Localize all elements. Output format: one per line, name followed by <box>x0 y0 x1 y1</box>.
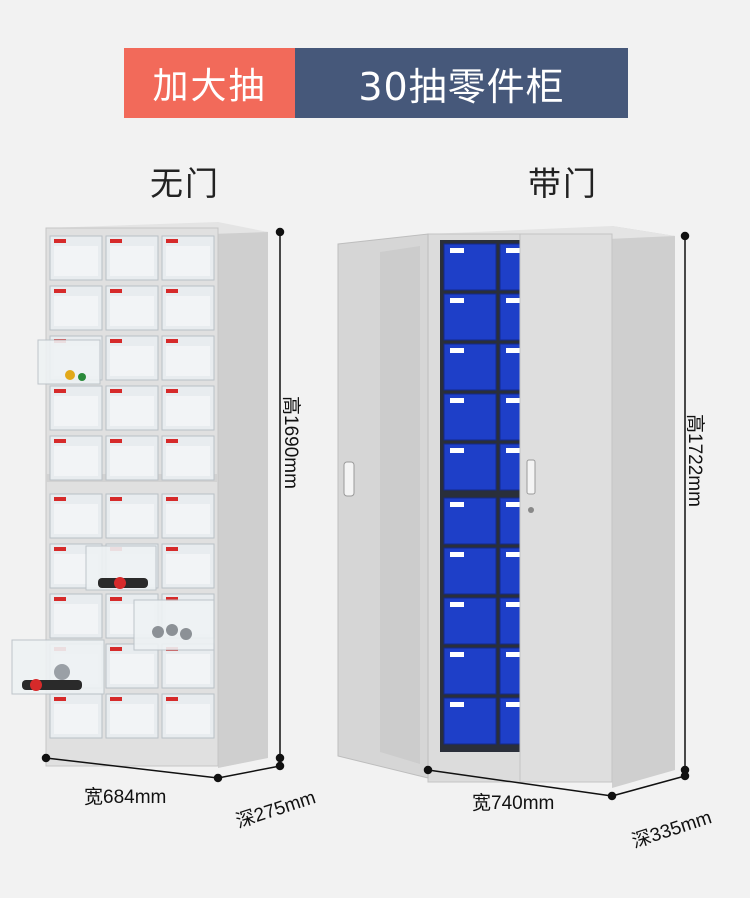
clear-drawer <box>49 285 103 331</box>
clear-drawer-grid <box>49 235 215 739</box>
blue-drawer <box>499 597 523 645</box>
blue-drawer-grid <box>443 243 523 745</box>
blue-drawer <box>499 547 523 595</box>
clear-drawer <box>161 335 215 381</box>
clear-drawer <box>49 593 103 639</box>
clear-drawer <box>105 335 159 381</box>
right-cabinet-label: 带门 <box>528 164 598 203</box>
door-cabinet <box>337 226 675 788</box>
blue-drawer <box>499 343 523 391</box>
clear-drawer <box>161 285 215 331</box>
blue-drawer <box>499 697 523 745</box>
blue-drawer <box>443 243 497 291</box>
clear-drawer <box>49 235 103 281</box>
left-height-dimension: 高1690mm <box>280 396 301 489</box>
clear-drawer <box>161 643 215 689</box>
clear-drawer <box>161 435 215 481</box>
pulled-drawer <box>37 339 101 385</box>
clear-drawer <box>161 493 215 539</box>
open-door-inner <box>380 246 420 764</box>
right-depth-line <box>611 775 686 797</box>
left-width-line <box>45 757 219 779</box>
blue-drawer <box>443 547 497 595</box>
blue-drawer <box>499 647 523 695</box>
door-handle-icon <box>343 461 355 497</box>
left-depth-line <box>217 765 281 779</box>
clear-drawer <box>105 493 159 539</box>
blue-drawer <box>443 293 497 341</box>
dimension-lines <box>41 227 690 801</box>
blue-drawer <box>499 293 523 341</box>
clear-drawer <box>49 693 103 739</box>
clear-drawer <box>105 285 159 331</box>
clear-drawer <box>105 643 159 689</box>
title-banner: 加大抽 30抽零件柜 <box>124 48 628 118</box>
blue-drawer <box>499 243 523 291</box>
right-width-line <box>427 769 613 797</box>
right-width-dimension: 宽740mm <box>472 793 555 814</box>
open-drawer-cabinet <box>11 222 268 768</box>
clear-drawer <box>105 385 159 431</box>
pulled-drawer <box>85 545 157 591</box>
clear-drawer <box>49 435 103 481</box>
clear-drawer <box>49 493 103 539</box>
pulled-drawer <box>133 599 215 651</box>
clear-drawer <box>161 235 215 281</box>
blue-drawer <box>443 443 497 491</box>
pulled-drawer <box>11 639 105 695</box>
blue-drawer <box>499 393 523 441</box>
blue-drawer <box>499 497 523 545</box>
clear-drawer <box>49 385 103 431</box>
banner-highlight: 加大抽 <box>124 48 295 118</box>
blue-drawer <box>443 597 497 645</box>
clear-drawer <box>105 693 159 739</box>
left-width-dimension: 宽684mm <box>84 787 167 808</box>
left-cabinet-side <box>218 225 268 768</box>
right-height-dimension: 高1722mm <box>684 414 705 507</box>
blue-drawer <box>443 497 497 545</box>
clear-drawer <box>105 435 159 481</box>
left-cabinet-label: 无门 <box>150 164 220 203</box>
blue-drawer <box>443 697 497 745</box>
clear-drawer <box>161 693 215 739</box>
lock-icon <box>528 507 534 513</box>
closed-door <box>519 233 613 783</box>
blue-drawer <box>443 647 497 695</box>
clear-drawer <box>161 385 215 431</box>
right-cabinet-side <box>612 226 675 788</box>
blue-drawer <box>443 343 497 391</box>
blue-drawer <box>499 443 523 491</box>
clear-drawer <box>105 235 159 281</box>
door-handle-icon <box>526 459 536 495</box>
banner-title: 30抽零件柜 <box>295 48 628 118</box>
clear-drawer <box>161 543 215 589</box>
blue-drawer <box>443 393 497 441</box>
